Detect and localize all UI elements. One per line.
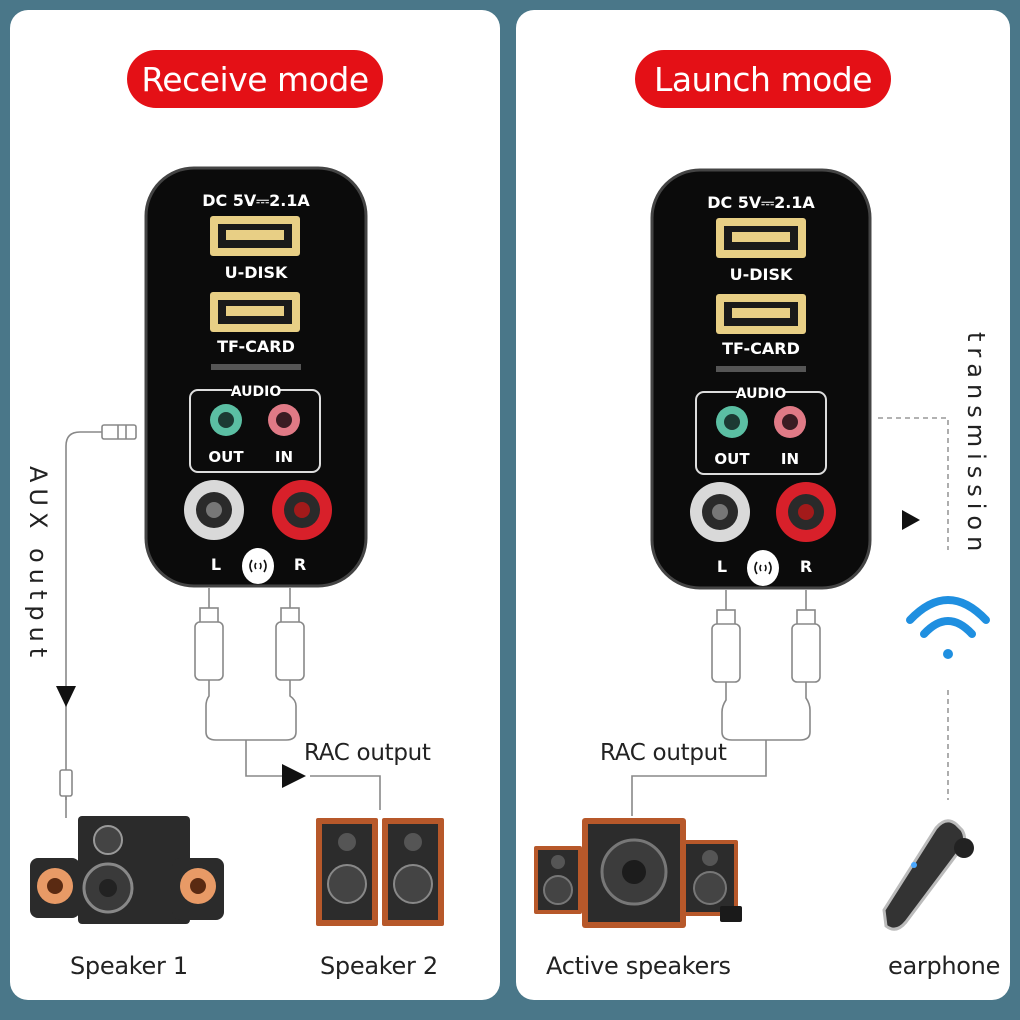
r-label: R — [294, 555, 306, 574]
launch-mode-diagram: DC 5V⎓2.1A U-DISK TF-CARD AUDIO OUT IN — [534, 168, 990, 931]
audio-label: AUDIO — [736, 386, 787, 402]
l-label: L — [717, 557, 727, 576]
in-label: IN — [275, 448, 293, 466]
l-label: L — [211, 555, 221, 574]
out-label: OUT — [714, 450, 750, 468]
receive-mode-diagram: DC 5V⎓2.1A U-DISK TF-CARD AUDIO OUT IN — [30, 166, 444, 926]
rac-output-label-right: RAC output — [600, 740, 727, 766]
usb-port-tfcard — [716, 294, 806, 334]
speaker-1-image — [30, 816, 224, 924]
r-label: R — [800, 557, 812, 576]
rac-output-label-left: RAC output — [304, 740, 431, 766]
transmission-arrow-icon — [902, 510, 920, 530]
pairing-button-icon — [242, 548, 274, 584]
aux-output-label: AUX output — [24, 466, 52, 664]
usb-port-udisk — [716, 218, 806, 258]
tf-card-slot — [716, 366, 806, 372]
dc-rating-label: DC 5V⎓2.1A — [202, 191, 310, 210]
usb-port-tfcard — [210, 292, 300, 332]
bluetooth-adapter-device: DC 5V⎓2.1A U-DISK TF-CARD AUDIO OUT IN — [144, 166, 368, 588]
tfcard-label: TF-CARD — [217, 337, 295, 356]
transmission-label: transmission — [962, 332, 990, 558]
launch-mode-panel: Launch mode DC 5V⎓2.1A U-DISK TF-CARD AU… — [516, 10, 1010, 1000]
in-label: IN — [781, 450, 799, 468]
active-speakers-label: Active speakers — [546, 952, 731, 980]
receive-mode-badge: Receive mode — [127, 50, 383, 108]
audio-label: AUDIO — [231, 384, 282, 400]
out-label: OUT — [208, 448, 244, 466]
usb-port-udisk — [210, 216, 300, 256]
launch-mode-badge: Launch mode — [635, 50, 891, 108]
speaker-2-label: Speaker 2 — [320, 952, 438, 980]
udisk-label: U-DISK — [730, 265, 793, 284]
rca-cables — [631, 590, 821, 816]
dc-rating-label: DC 5V⎓2.1A — [707, 193, 815, 212]
rca-cables — [194, 588, 381, 810]
aux-arrow-icon — [56, 686, 76, 707]
speaker-2-image — [316, 818, 444, 926]
speaker-1-label: Speaker 1 — [70, 952, 188, 980]
earphone-label: earphone — [888, 952, 1001, 980]
rac-arrow-icon — [282, 764, 306, 788]
tf-card-slot — [211, 364, 301, 370]
transmission-path — [878, 417, 949, 800]
bluetooth-adapter-device: DC 5V⎓2.1A U-DISK TF-CARD AUDIO OUT IN — [650, 168, 872, 590]
udisk-label: U-DISK — [225, 263, 288, 282]
wireless-signal-icon — [906, 596, 990, 659]
active-speakers-image — [534, 818, 742, 928]
earphone-image — [882, 819, 974, 931]
tfcard-label: TF-CARD — [722, 339, 800, 358]
aux-cable — [59, 424, 137, 818]
receive-mode-panel: Receive mode DC 5V⎓2.1A U-DISK TF-CARD A… — [10, 10, 500, 1000]
pairing-button-icon — [747, 550, 779, 586]
